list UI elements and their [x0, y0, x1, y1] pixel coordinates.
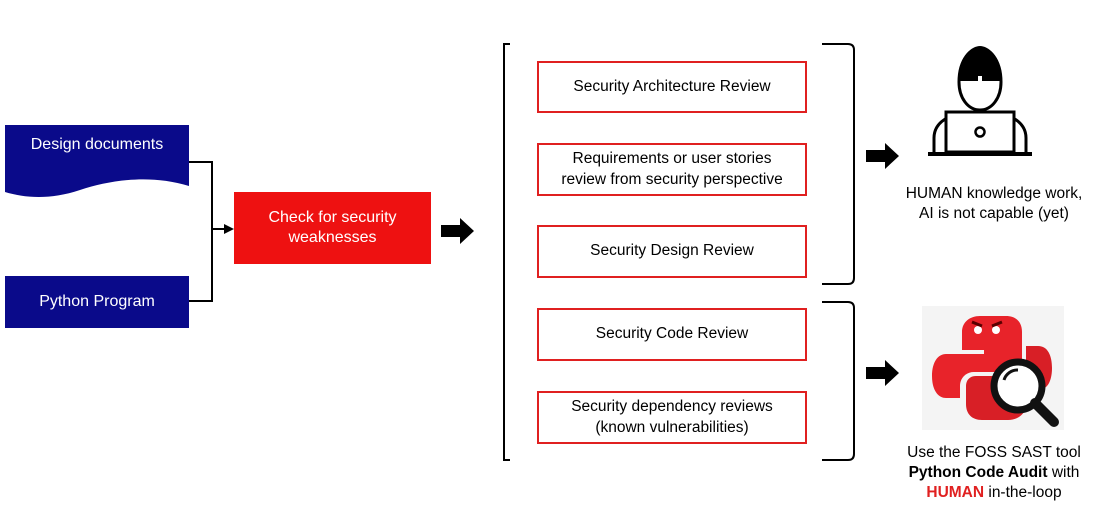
- person-at-laptop-icon: [928, 46, 1032, 156]
- review-label: Security Code Review: [595, 325, 749, 343]
- check-weaknesses-box: Check for security weaknesses: [234, 192, 431, 264]
- review-label: Security Design Review: [590, 242, 754, 260]
- lower-right-bracket: [822, 301, 855, 461]
- review-dependency: Security dependency reviews (known vulne…: [537, 391, 807, 444]
- review-label: Security dependency reviews (known vulne…: [571, 398, 773, 436]
- tool-caption-line2: Python Code Audit with: [878, 463, 1110, 483]
- human-caption-line2: AI is not capable (yet): [919, 205, 1069, 223]
- tool-name: Python Code Audit: [908, 464, 1048, 482]
- human-caption-line1: HUMAN knowledge work,: [905, 185, 1083, 202]
- join-arrowhead: [224, 224, 234, 234]
- python-audit-magnifier-icon: [922, 306, 1064, 430]
- tool-caption: Use the FOSS SAST tool Python Code Audit…: [878, 443, 1110, 503]
- review-label: Security Architecture Review: [573, 77, 771, 95]
- design-documents-shape: [5, 125, 189, 197]
- review-requirements: Requirements or user stories review from…: [537, 143, 807, 196]
- arrow-to-human: [866, 143, 899, 169]
- design-documents-label: Design documents: [30, 136, 164, 153]
- upper-right-bracket: [822, 43, 855, 285]
- tool-caption-line3-rest: in-the-loop: [984, 484, 1062, 502]
- python-program-label: Python Program: [39, 293, 155, 310]
- human-highlight: HUMAN: [926, 484, 985, 502]
- human-caption: HUMAN knowledge work, AI is not capable …: [888, 184, 1100, 224]
- review-design: Security Design Review: [537, 225, 807, 278]
- reviews-left-bracket: [503, 43, 510, 461]
- tool-caption-line1: Use the FOSS SAST tool: [907, 444, 1081, 461]
- arrow-to-tool: [866, 360, 899, 386]
- review-code: Security Code Review: [537, 308, 807, 361]
- python-program-box: Python Program: [5, 276, 189, 328]
- tool-caption-line2-rest: with: [1047, 464, 1080, 482]
- review-architecture: Security Architecture Review: [537, 61, 807, 113]
- review-label: Requirements or user stories review from…: [561, 150, 783, 188]
- check-weaknesses-label: Check for security weaknesses: [268, 209, 397, 246]
- input-join-bracket: [189, 161, 213, 302]
- arrow-to-reviews: [441, 218, 474, 244]
- tool-caption-line3: HUMAN in-the-loop: [878, 483, 1110, 503]
